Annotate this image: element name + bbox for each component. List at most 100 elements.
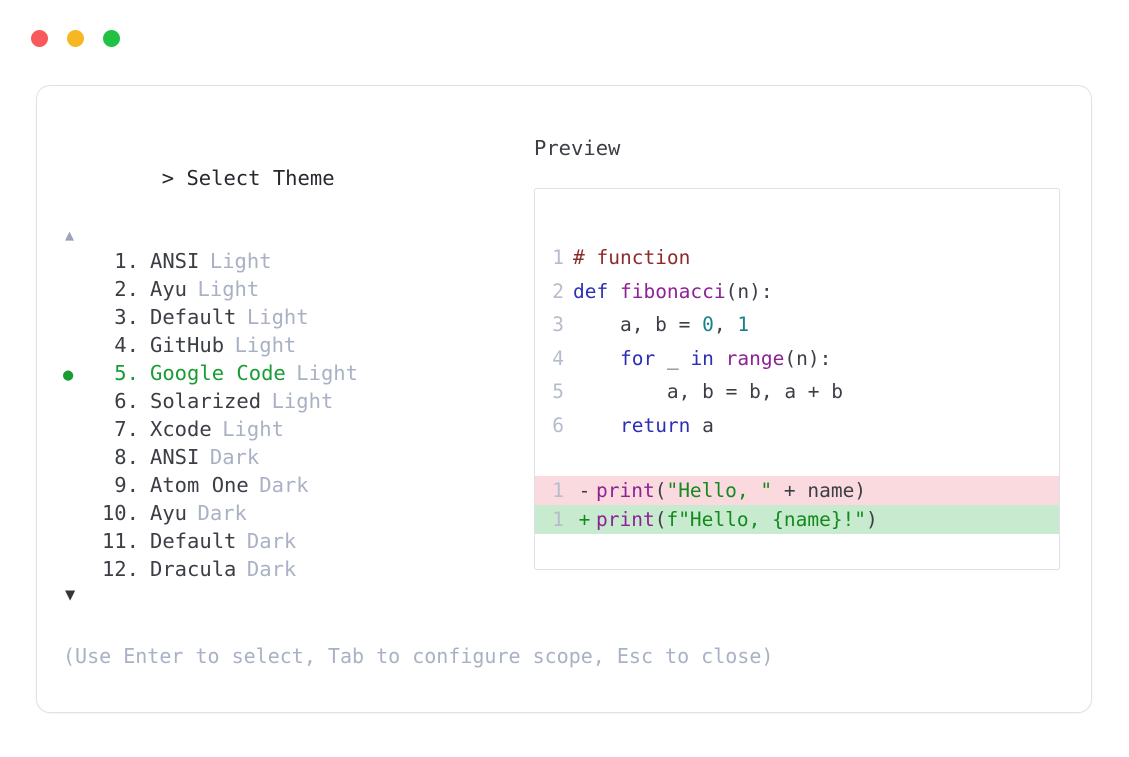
- code-token: fibonacci: [619, 279, 726, 303]
- line-number: 3: [552, 313, 564, 336]
- scroll-up-icon[interactable]: ▲: [65, 226, 75, 244]
- code-line: 3 a, b = 0, 1: [535, 308, 1059, 342]
- theme-variant: Light: [271, 389, 334, 413]
- selected-bullet-icon: ●: [63, 365, 74, 385]
- theme-name: ANSI: [150, 445, 200, 469]
- bullet-placeholder: [63, 529, 93, 557]
- code-token: 1: [737, 313, 750, 336]
- theme-variant: Light: [197, 277, 260, 301]
- theme-name: Ayu: [150, 501, 188, 525]
- prompt-title: Select Theme: [186, 166, 335, 190]
- code-token: f"Hello, {name}!": [666, 508, 867, 531]
- code-token: return: [619, 413, 691, 437]
- minus-icon: -: [578, 479, 591, 502]
- theme-name: Google Code: [150, 361, 286, 385]
- prompt-caret-icon: >: [161, 166, 175, 190]
- code-token: [714, 347, 726, 370]
- code-block: 1 # function 2 def fibonacci(n): 3 a, b = 0,…: [535, 241, 1059, 442]
- code-line: 4 for _ in range(n):: [535, 342, 1059, 376]
- code-token: ): [866, 508, 878, 531]
- theme-index: 5.: [101, 361, 139, 385]
- theme-name: GitHub: [150, 333, 225, 357]
- code-spacer: [535, 442, 1059, 476]
- code-token: (: [654, 479, 667, 502]
- theme-index: 10.: [101, 501, 139, 525]
- theme-index: 4.: [101, 333, 139, 357]
- theme-index: 1.: [101, 249, 139, 273]
- theme-variant: Dark: [246, 557, 297, 581]
- theme-variant: Dark: [209, 445, 260, 469]
- preview-label: Preview: [534, 136, 621, 160]
- prompt-line: > Select Theme: [63, 133, 533, 223]
- code-token: in: [690, 346, 714, 370]
- line-number: 1: [552, 508, 564, 531]
- diff-added-line: 1+print(f"Hello, {name}!"): [535, 505, 1059, 534]
- code-token: ,: [713, 313, 738, 336]
- theme-name: Ayu: [150, 277, 188, 301]
- code-line: 6 return a: [535, 409, 1059, 443]
- close-button[interactable]: [31, 29, 48, 47]
- theme-name: Xcode: [150, 417, 212, 441]
- code-content: return a: [573, 409, 714, 443]
- maximize-button[interactable]: [103, 29, 120, 47]
- bullet-placeholder: [63, 445, 93, 473]
- preview-panel: Preview 1 # function 2 def fibonacci(n): 3 a…: [534, 133, 1064, 570]
- line-number: 1: [552, 246, 564, 269]
- bullet-placeholder: [63, 305, 93, 333]
- bullet-placeholder: [63, 557, 93, 585]
- theme-list-item[interactable]: 2. Ayu Light: [63, 275, 533, 303]
- bullet-placeholder: [63, 417, 93, 445]
- code-token: def: [573, 279, 620, 303]
- window-titlebar: [0, 0, 1129, 76]
- theme-list-item[interactable]: 12. Dracula Dark: [63, 555, 533, 583]
- theme-list-item[interactable]: 10. Ayu Dark: [63, 499, 533, 527]
- theme-index: 11.: [101, 529, 139, 553]
- scroll-down-icon[interactable]: ▼: [65, 585, 76, 605]
- preview-box: 1 # function 2 def fibonacci(n): 3 a, b = 0,…: [534, 188, 1060, 570]
- code-token: a, b = b, a + b: [573, 380, 844, 403]
- code-token: a: [690, 413, 714, 437]
- theme-list-item[interactable]: 8. ANSI Dark: [63, 443, 533, 471]
- bullet-placeholder: [63, 277, 93, 305]
- code-content: a, b = b, a + b: [573, 375, 843, 409]
- code-token: "Hello, ": [666, 479, 773, 502]
- theme-index: 12.: [101, 557, 139, 581]
- code-token: a, b =: [573, 313, 703, 336]
- code-token: [573, 347, 620, 370]
- code-content: for _ in range(n):: [573, 342, 831, 376]
- code-token: _: [655, 346, 691, 370]
- theme-name: Default: [150, 305, 237, 329]
- theme-index: 8.: [101, 445, 139, 469]
- theme-name: ANSI: [150, 249, 200, 273]
- code-content: # function: [573, 241, 690, 275]
- theme-variant: Dark: [246, 529, 297, 553]
- minimize-button[interactable]: [67, 29, 84, 47]
- bullet-placeholder: [63, 333, 93, 361]
- theme-variant: Dark: [197, 501, 247, 525]
- code-token: (n):: [725, 279, 773, 303]
- theme-variant: Light: [296, 361, 358, 385]
- theme-name: Dracula: [150, 557, 237, 581]
- theme-index: 2.: [101, 277, 139, 301]
- code-line: 2 def fibonacci(n):: [535, 275, 1059, 309]
- theme-variant: Dark: [259, 473, 309, 497]
- line-number: 2: [552, 279, 564, 303]
- theme-list-item[interactable]: ● 5. Google Code Light: [63, 359, 533, 387]
- line-number: 4: [552, 346, 564, 370]
- theme-variant: Light: [222, 417, 284, 441]
- code-token: # function: [573, 246, 691, 269]
- code-token: print: [596, 508, 655, 531]
- line-number: 6: [552, 413, 564, 437]
- code-content: print(f"Hello, {name}!"): [596, 505, 878, 534]
- bullet-placeholder: [63, 473, 93, 501]
